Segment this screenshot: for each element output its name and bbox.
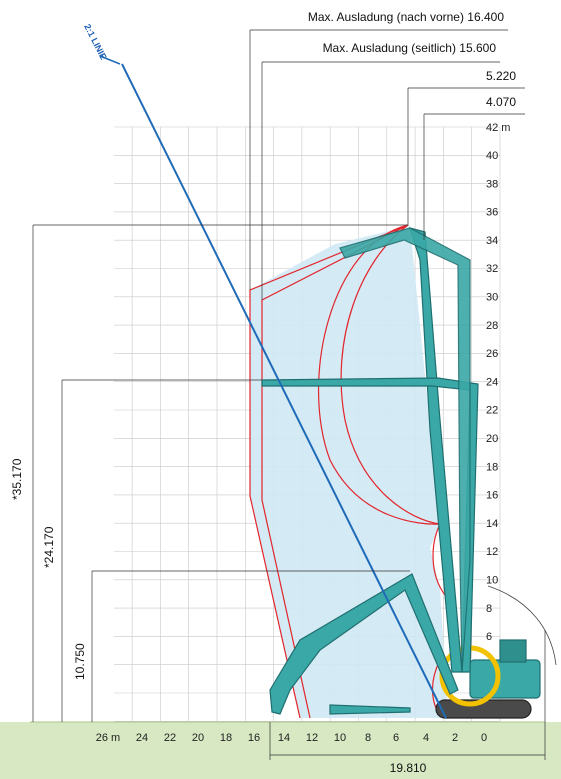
- x-tick-label: 20: [192, 732, 204, 744]
- x-tick-label: 2: [452, 732, 458, 744]
- working-envelope: [250, 226, 448, 718]
- swing-arc: [487, 585, 557, 666]
- y-axis-ticks: 42 m 40 38 36 34 32 30 28 26 24 22 20 18 16 14 12 10 8 6: [486, 122, 510, 643]
- x-tick-label: 18: [220, 732, 232, 744]
- ground: [0, 722, 561, 779]
- y-tick-label: 10: [486, 575, 498, 587]
- height-low-label: 10.750: [73, 643, 87, 680]
- y-tick-label: 14: [486, 518, 498, 530]
- y-tick-label: 30: [486, 292, 498, 304]
- dimension-lines: [32, 29, 546, 760]
- x-tick-label: 24: [136, 732, 148, 744]
- x-tick-label: 6: [393, 732, 399, 744]
- line-2-to-1-label: 2:1 LINIE: [82, 22, 108, 61]
- y-tick-label: 42 m: [486, 122, 510, 134]
- x-tick-label: 10: [334, 732, 346, 744]
- x-tick-label: 22: [164, 732, 176, 744]
- height-total-label: *35.170: [10, 458, 24, 500]
- x-tick-label: 16: [248, 732, 260, 744]
- x-tick-label: 4: [423, 732, 429, 744]
- y-tick-label: 18: [486, 461, 498, 473]
- y-tick-label: 20: [486, 433, 498, 445]
- y-tick-label: 22: [486, 405, 498, 417]
- excavator: [261, 227, 541, 719]
- y-tick-label: 34: [486, 235, 498, 247]
- dim-b-label: 4.070: [486, 95, 516, 109]
- x-tick-label: 0: [481, 732, 487, 744]
- y-tick-label: 6: [486, 631, 492, 643]
- y-tick-label: 8: [486, 603, 492, 615]
- x-tick-label: 12: [306, 732, 318, 744]
- width-bottom-label: 19.810: [390, 761, 427, 775]
- y-tick-label: 12: [486, 546, 498, 558]
- line-2-to-1: [121, 63, 447, 719]
- y-tick-label: 28: [486, 320, 498, 332]
- x-tick-label: 8: [365, 732, 371, 744]
- y-tick-label: 36: [486, 207, 498, 219]
- y-tick-label: 32: [486, 263, 498, 275]
- y-tick-label: 38: [486, 178, 498, 190]
- x-tick-label: 26 m: [96, 732, 120, 744]
- x-tick-label: 14: [278, 732, 290, 744]
- reach-side-label: Max. Ausladung (seitlich) 15.600: [323, 41, 497, 55]
- envelope-outline: [249, 224, 446, 719]
- height-mid-label: *24.170: [42, 526, 56, 568]
- y-tick-label: 40: [486, 150, 498, 162]
- dim-a-label: 5.220: [486, 69, 516, 83]
- reach-forward-label: Max. Ausladung (nach vorne) 16.400: [308, 10, 504, 24]
- y-tick-label: 24: [486, 376, 498, 388]
- y-tick-label: 16: [486, 490, 498, 502]
- y-tick-label: 26: [486, 348, 498, 360]
